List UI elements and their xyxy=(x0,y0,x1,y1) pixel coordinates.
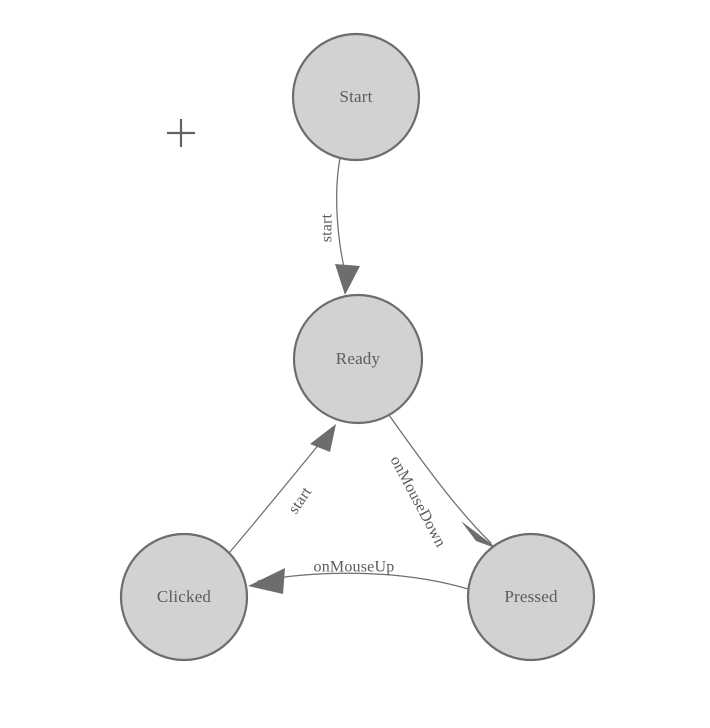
node-ready-label: Ready xyxy=(336,349,381,368)
edge-clicked-to-ready-path xyxy=(228,436,326,554)
edge-ready-to-pressed-path xyxy=(388,414,492,544)
edge-start-to-ready-arrowhead xyxy=(335,264,360,295)
edge-clicked-to-ready-arrowhead xyxy=(310,424,336,452)
node-clicked[interactable]: Clicked xyxy=(119,532,249,662)
edge-start-to-ready-path xyxy=(336,157,347,277)
node-clicked-label: Clicked xyxy=(157,587,212,606)
edge-ready-to-pressed-arrowhead xyxy=(461,521,498,549)
edge-start-to-ready-label: start xyxy=(319,213,336,242)
edge-pressed-to-clicked[interactable]: onMouseUp xyxy=(248,559,469,594)
node-pressed-label: Pressed xyxy=(504,587,558,606)
origin-crosshair-icon xyxy=(167,119,195,147)
edge-ready-to-pressed[interactable]: onMouseDown xyxy=(387,414,498,550)
edge-pressed-to-clicked-arrowhead xyxy=(248,568,285,594)
node-pressed-circle[interactable] xyxy=(466,532,596,662)
edge-clicked-to-ready[interactable]: start xyxy=(228,424,336,554)
edge-ready-to-pressed-label: onMouseDown xyxy=(387,453,449,550)
node-clicked-circle[interactable] xyxy=(119,532,249,662)
node-start-circle[interactable] xyxy=(291,32,421,162)
node-ready[interactable]: Ready xyxy=(292,293,424,425)
node-ready-circle[interactable] xyxy=(292,293,424,425)
edge-pressed-to-clicked-label: onMouseUp xyxy=(314,559,395,576)
node-pressed[interactable]: Pressed xyxy=(466,532,596,662)
node-start[interactable]: Start xyxy=(291,32,421,162)
edge-start-to-ready[interactable]: start xyxy=(319,157,360,295)
edge-clicked-to-ready-label: start xyxy=(285,484,315,517)
node-start-label: Start xyxy=(339,87,372,106)
